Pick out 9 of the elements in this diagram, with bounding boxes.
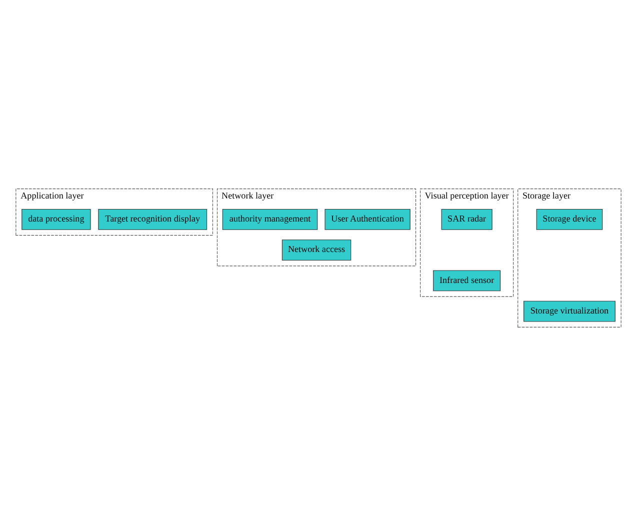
node-box: SAR radar xyxy=(441,208,492,230)
node-box: Network access xyxy=(282,240,352,261)
node-box: Storage device xyxy=(536,208,603,230)
node-box: Target recognition display xyxy=(98,208,208,230)
node-box: data processing xyxy=(22,208,91,230)
node-box: Infrared sensor xyxy=(433,270,501,292)
node-box: authority management xyxy=(222,208,318,230)
node-box: Storage virtualization xyxy=(524,300,616,322)
node-box: User Authentication xyxy=(324,208,410,230)
